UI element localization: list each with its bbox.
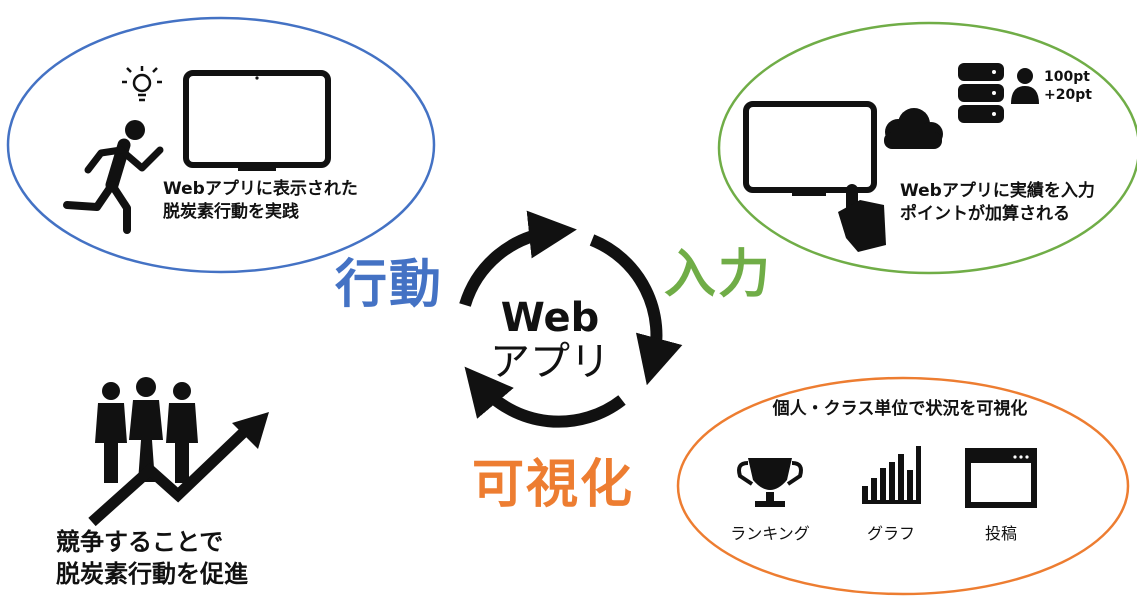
post-label: 投稿 <box>984 524 1017 543</box>
browser-window-icon <box>965 448 1037 508</box>
action-bubble-line2: 脱炭素行動を実践 <box>163 201 299 222</box>
input-bubble <box>717 21 1137 275</box>
stage-label-visualize: 可視化 <box>472 455 635 515</box>
center-label-line1: Web <box>500 295 600 341</box>
points-display: 100pt +20pt <box>1044 68 1092 104</box>
points-total: 100pt <box>1044 69 1090 85</box>
graph-label: グラフ <box>866 524 915 543</box>
input-bubble-line1: Webアプリに実績を入力 <box>900 181 1095 201</box>
cycle-arrows <box>459 210 683 428</box>
stage-label-input: 入力 <box>664 245 773 305</box>
action-bubble-text: Webアプリに表示された 脱炭素行動を実践 <box>163 178 358 224</box>
visualize-bubble <box>676 376 1130 596</box>
action-bubble <box>6 16 436 274</box>
action-bubble-line1: Webアプリに表示された <box>163 179 358 199</box>
center-label-line2: アプリ <box>490 339 610 385</box>
competition-text: 競争することで 脱炭素行動を促進 <box>56 526 248 591</box>
points-added: +20pt <box>1044 87 1092 104</box>
bar-chart-icon <box>862 446 921 504</box>
competition-line1: 競争することで <box>56 528 224 556</box>
user-icon <box>1011 68 1039 104</box>
trophy-icon <box>737 458 803 507</box>
stage-label-action: 行動 <box>335 255 444 315</box>
cloud-icon <box>884 108 943 149</box>
growth-arrow-icon <box>88 412 269 527</box>
database-icon <box>958 63 1004 123</box>
tablet-input-icon <box>743 101 877 196</box>
people-group-icon <box>95 377 198 483</box>
tablet-icon <box>183 70 331 171</box>
center-label: Web アプリ <box>480 296 620 384</box>
competition-line2: 脱炭素行動を促進 <box>56 560 248 589</box>
running-person-icon <box>63 120 164 234</box>
hand-pointer-icon <box>838 184 886 252</box>
lightbulb-icon <box>122 66 162 102</box>
ranking-label: ランキング <box>730 524 810 543</box>
input-bubble-line2: ポイントが加算される <box>900 203 1070 224</box>
visualize-bubble-title: 個人・クラス単位で状況を可視化 <box>772 399 1028 419</box>
input-bubble-text: Webアプリに実績を入力 ポイントが加算される <box>900 180 1095 226</box>
